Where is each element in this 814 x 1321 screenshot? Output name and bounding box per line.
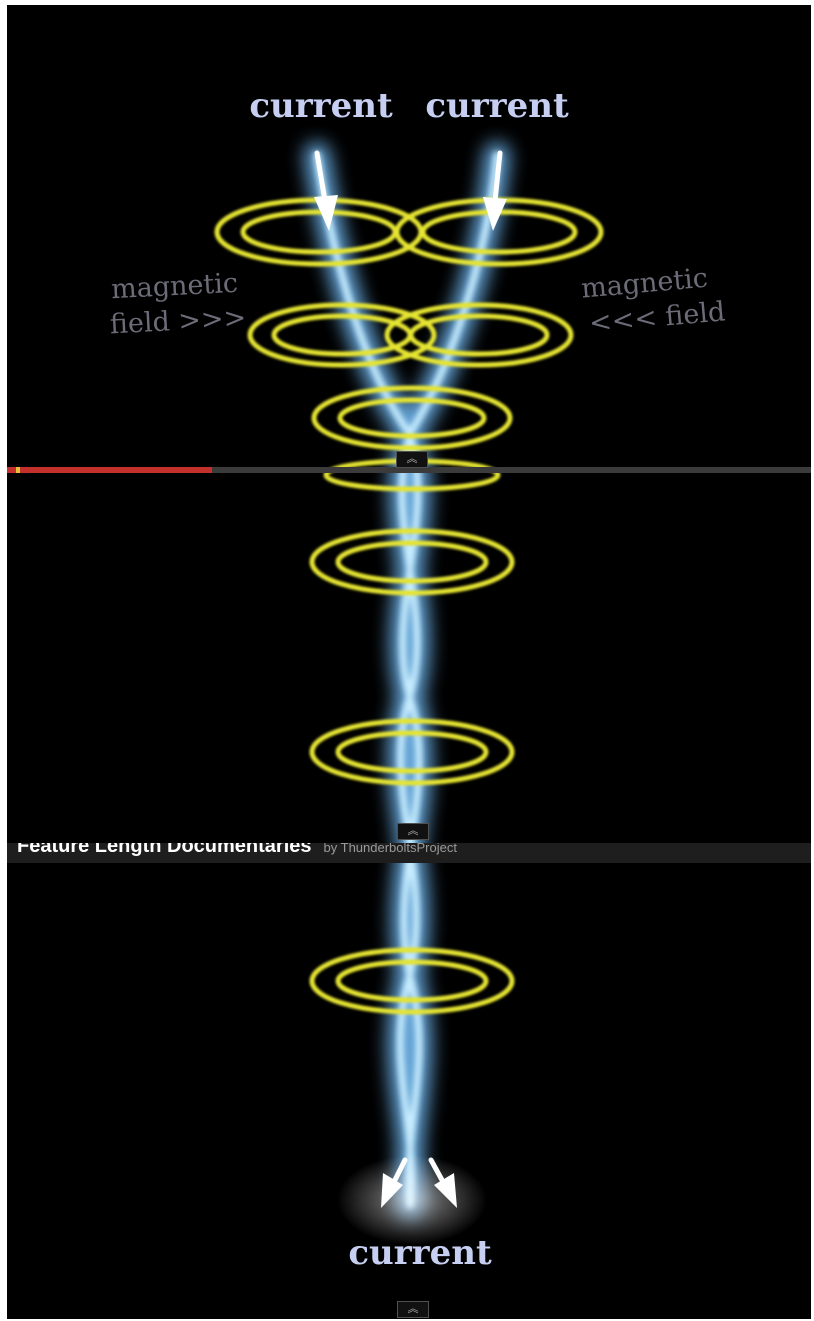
current-arrows bbox=[314, 150, 507, 1208]
playlist-title-text: Feature Length Documentaries bbox=[17, 843, 312, 857]
current-label-bottom: current bbox=[348, 1233, 492, 1273]
field-ring-7 bbox=[309, 947, 515, 1015]
current-label-top-left: current bbox=[249, 86, 393, 126]
field-ring-pair-1 bbox=[214, 197, 604, 267]
chevron-double-up-icon[interactable]: ︽ bbox=[396, 451, 428, 468]
field-ring-6 bbox=[309, 718, 515, 786]
magnetic-field-rings bbox=[214, 197, 604, 1015]
current-label-top-right: current bbox=[425, 86, 569, 126]
magnetic-field-label-left: magnetic field >>> bbox=[109, 268, 247, 341]
video-frame[interactable]: current current current magnetic field >… bbox=[7, 5, 811, 1319]
magnetic-field-label-right: magnetic <<< field bbox=[580, 263, 727, 339]
arrow-out-left-icon bbox=[381, 1157, 408, 1208]
arrow-down-right-icon bbox=[483, 150, 507, 231]
magnetic-left-line2: field >>> bbox=[109, 302, 247, 340]
playlist-title[interactable]: Feature Length Documentaries by Thunderbo… bbox=[17, 843, 457, 858]
video-progress-bar[interactable] bbox=[7, 467, 811, 473]
field-ring-pair-2 bbox=[247, 302, 574, 368]
progress-played bbox=[7, 467, 213, 473]
arrow-out-right-icon bbox=[428, 1157, 457, 1208]
chevron-double-up-icon[interactable]: ︽ bbox=[397, 823, 429, 840]
playlist-title-bar[interactable]: Feature Length Documentaries by Thunderbo… bbox=[7, 843, 811, 863]
progress-buffer-marker bbox=[16, 467, 20, 473]
field-ring-5 bbox=[309, 528, 515, 596]
magnetic-left-line1: magnetic bbox=[110, 268, 238, 306]
arrow-down-left-icon bbox=[314, 150, 338, 231]
chevron-double-up-icon[interactable]: ︽ bbox=[397, 1301, 429, 1318]
playlist-byline[interactable]: by ThunderboltsProject bbox=[323, 843, 457, 855]
field-ring-3 bbox=[311, 385, 513, 451]
plasma-filament-illustration: current current current magnetic field >… bbox=[109, 86, 727, 1273]
magnetic-right-line2: <<< field bbox=[588, 296, 727, 339]
